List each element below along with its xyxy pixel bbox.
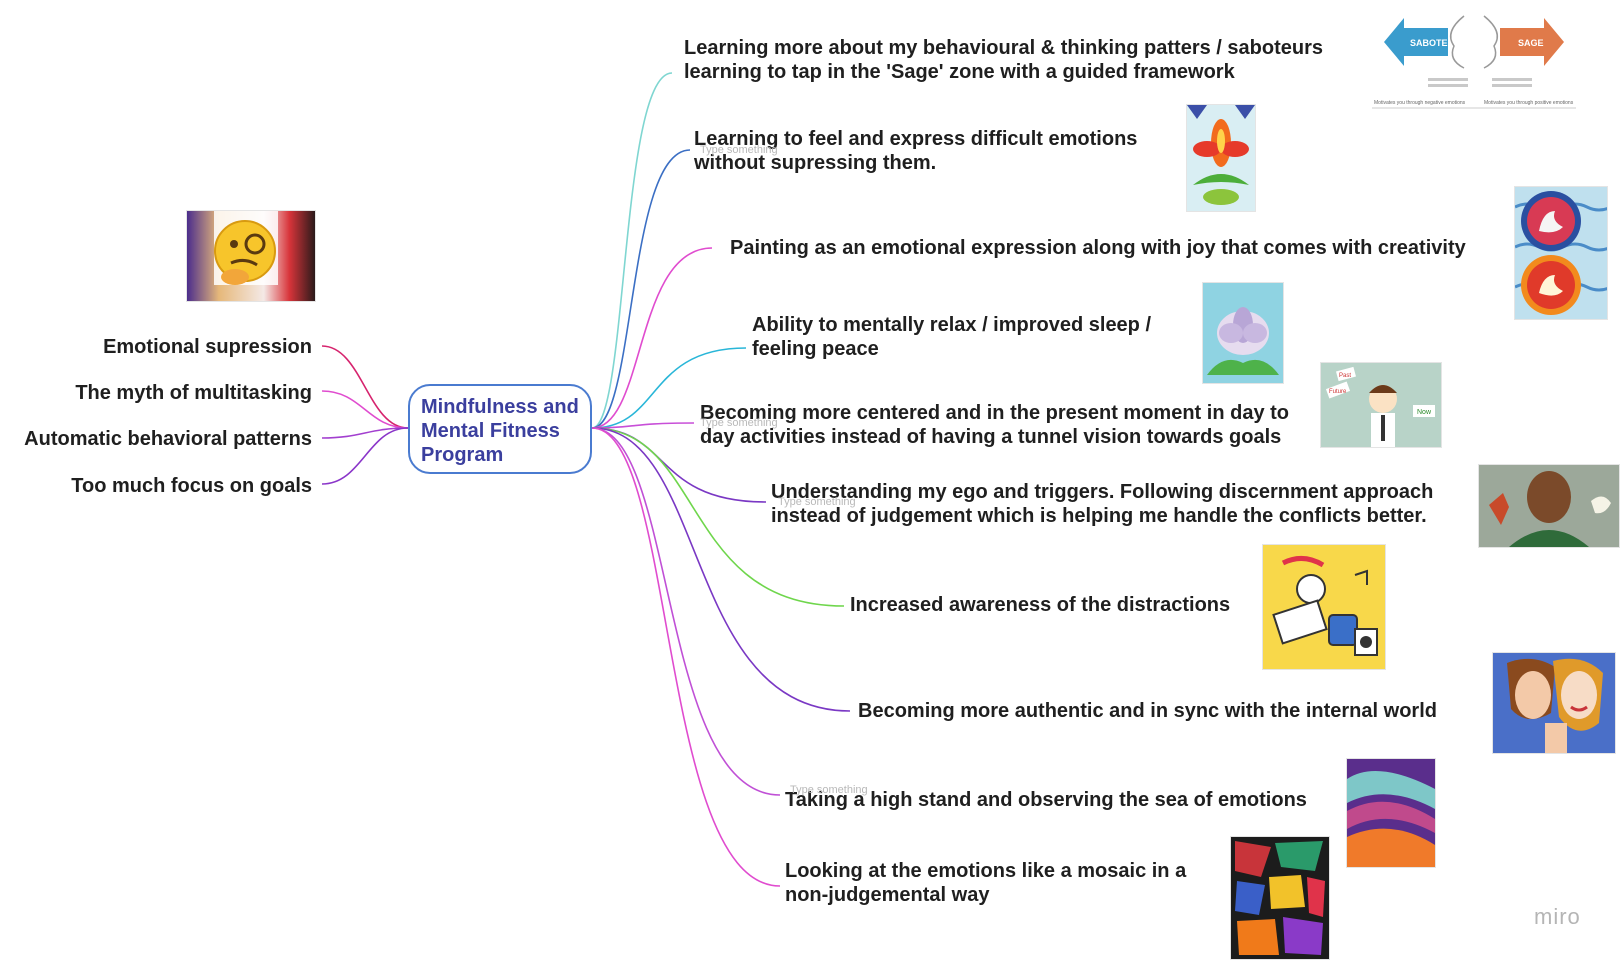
- right-connector: [591, 427, 845, 607]
- right-connector: [591, 427, 781, 887]
- left-node-emotional-supression[interactable]: Emotional supression: [103, 335, 312, 359]
- abstract-waves-painting-image: [1346, 758, 1436, 868]
- left-connector: [321, 427, 409, 485]
- now-label: Now: [1417, 409, 1432, 416]
- right-node-distractions[interactable]: Increased awareness of the distractions: [850, 593, 1230, 617]
- right-node-saboteurs[interactable]: Learning more about my behavioural & thi…: [684, 36, 1323, 84]
- distracted-worker-cartoon-icon: [1263, 545, 1385, 669]
- node-text: Automatic behavioral patterns: [24, 428, 312, 450]
- swan-paintings-image: [1514, 186, 1608, 320]
- right-node-express-emotions[interactable]: Learning to feel and express difficult e…: [694, 127, 1137, 175]
- node-text: Understanding my ego and triggers. Follo…: [771, 481, 1434, 503]
- central-node-line: Mindfulness and: [421, 396, 579, 418]
- saboteurs-label: SABOTEURS: [1410, 38, 1467, 48]
- node-text: day activities instead of having a tunne…: [700, 426, 1282, 448]
- right-connector: [591, 422, 695, 429]
- node-text: Becoming more authentic and in sync with…: [858, 700, 1437, 722]
- lotus-painting-icon: [1203, 283, 1283, 383]
- right-node-relax-sleep[interactable]: Ability to mentally relax / improved sle…: [752, 313, 1151, 361]
- node-text: Taking a high stand and observing the se…: [785, 789, 1307, 811]
- saboteurs-sage-diagram-image: SABOTEURS SAGE Motivates you through neg…: [1368, 10, 1580, 110]
- past-future-now-cartoon-image: Past Future Now: [1320, 362, 1442, 448]
- node-text: Learning more about my behavioural & thi…: [684, 37, 1324, 59]
- devil-angel-shoulders-image: [1478, 464, 1620, 548]
- flower-painting-icon: [1187, 105, 1255, 211]
- sage-label: SAGE: [1518, 38, 1544, 48]
- miro-watermark: miro: [1534, 904, 1581, 929]
- woman-mask-popart-icon: [1493, 653, 1615, 753]
- placeholder-label: Type something: [790, 784, 868, 796]
- node-text: Becoming more centered and in the presen…: [700, 402, 1289, 424]
- node-text: Emotional supression: [103, 336, 312, 358]
- right-connector: [591, 427, 851, 712]
- future-label: Future: [1329, 389, 1347, 395]
- flower-painting-image: [1186, 104, 1256, 212]
- placeholder-label: Type something: [700, 144, 778, 156]
- mosaic-pattern-icon: [1231, 837, 1329, 959]
- left-connector: [321, 345, 409, 429]
- right-node-authentic[interactable]: Becoming more authentic and in sync with…: [858, 699, 1437, 723]
- past-label: Past: [1339, 373, 1351, 379]
- saboteurs-caption: Motivates you through negative emotions: [1374, 100, 1466, 106]
- right-node-painting[interactable]: Painting as an emotional expression alon…: [730, 236, 1466, 260]
- node-text: Looking at the emotions like a mosaic in…: [785, 860, 1187, 882]
- node-text: Increased awareness of the distractions: [850, 594, 1231, 616]
- node-text: instead of judgement which is helping me…: [771, 505, 1427, 527]
- node-text: Painting as an emotional expression alon…: [730, 237, 1466, 259]
- swan-paintings-icon: [1515, 187, 1607, 319]
- left-node-focus-on-goals[interactable]: Too much focus on goals: [71, 474, 312, 498]
- central-node-line: Mental Fitness: [421, 420, 560, 442]
- right-connector: [591, 347, 747, 429]
- devil-angel-shoulders-icon: [1479, 465, 1619, 547]
- right-node-ego-triggers[interactable]: Understanding my ego and triggers. Follo…: [771, 480, 1433, 528]
- node-text: without supressing them.: [694, 152, 937, 174]
- node-text: Too much focus on goals: [71, 475, 312, 497]
- mosaic-pattern-image: [1230, 836, 1330, 960]
- right-connector: [591, 427, 781, 796]
- saboteurs-sage-diagram: SABOTEURS SAGE Motivates you through neg…: [1372, 15, 1576, 109]
- right-node-present-moment[interactable]: Becoming more centered and in the presen…: [700, 401, 1289, 449]
- right-connector: [591, 72, 673, 429]
- right-node-high-stand[interactable]: Taking a high stand and observing the se…: [785, 788, 1307, 812]
- node-text: Learning to feel and express difficult e…: [694, 128, 1138, 150]
- left-connector: [321, 427, 409, 439]
- right-connector: [591, 247, 713, 429]
- past-future-now-cartoon-icon: Past Future Now: [1321, 363, 1441, 447]
- left-connector: [321, 390, 409, 429]
- lotus-painting-image: [1202, 282, 1284, 384]
- node-text: Ability to mentally relax / improved sle…: [752, 314, 1152, 336]
- placeholder-label: Type something: [700, 417, 778, 429]
- node-text: feeling peace: [752, 338, 879, 360]
- left-node-automatic-patterns[interactable]: Automatic behavioral patterns: [24, 427, 312, 451]
- thinking-face-icon: [187, 211, 315, 301]
- central-node[interactable]: Mindfulness and Mental Fitness Program: [408, 384, 592, 474]
- right-node-mosaic[interactable]: Looking at the emotions like a mosaic in…: [785, 859, 1186, 907]
- thinking-face-emoji-image: [186, 210, 316, 302]
- central-node-line: Program: [421, 444, 504, 466]
- node-text: learning to tap in the 'Sage' zone with …: [684, 61, 1235, 83]
- node-text: non-judgemental way: [785, 884, 990, 906]
- left-node-myth-of-multitasking[interactable]: The myth of multitasking: [75, 381, 312, 405]
- right-connector: [591, 149, 691, 429]
- node-text: The myth of multitasking: [75, 382, 312, 404]
- placeholder-label: Type something: [778, 496, 856, 508]
- distracted-worker-cartoon-image: [1262, 544, 1386, 670]
- sage-caption: Motivates you through positive emotions: [1484, 100, 1574, 106]
- abstract-waves-painting-icon: [1347, 759, 1435, 867]
- woman-mask-popart-image: [1492, 652, 1616, 754]
